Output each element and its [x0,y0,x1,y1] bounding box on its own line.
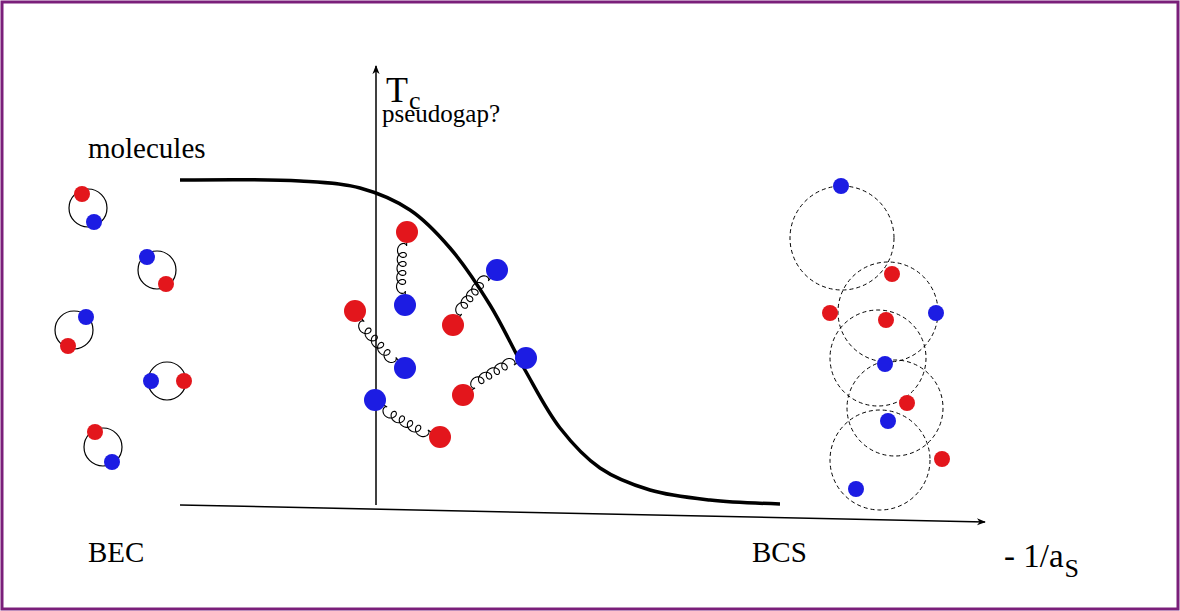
annotation: pseudogap? [382,101,500,126]
region-label: molecules [88,134,206,163]
spring-pair [452,347,537,406]
fermion-dot [884,266,900,282]
fermion-dot [176,373,192,389]
fermion-dot [139,249,155,265]
y-axis [375,66,377,505]
fermion-dot [104,454,120,470]
fermion-dot [934,451,950,467]
spring-pair [344,300,416,379]
fermion-dot [877,356,893,372]
molecule-pairs [55,186,192,470]
fermion-dot [394,294,416,316]
fermion-dot [429,426,451,448]
fermion-dot [344,300,366,322]
fermion-dot [158,276,174,292]
fermion-dot [878,312,894,328]
spring-pair [394,221,418,316]
fermion-dot [833,178,849,194]
fermion-dot [442,314,464,336]
cooper-pairs [790,178,950,510]
region-label: BEC [88,538,144,567]
molecule [138,249,176,292]
fermion-dot [87,424,103,440]
fermion-dot [86,214,102,230]
fermion-dot [60,338,76,354]
tc-curve-line [180,180,780,504]
fermion-dot [143,373,159,389]
fermion-dot [486,259,508,281]
spring-pair [442,259,508,336]
fermion-dot [848,481,864,497]
spring-coil [359,319,399,363]
fermion-dot [515,347,537,369]
tc-curve [180,180,780,504]
fermion-dot [452,384,474,406]
fermion-dot [928,305,944,321]
axis-subscript: S [1065,556,1079,582]
molecule [84,424,122,470]
cooper-pair-ring [830,410,930,510]
fermion-dot [880,413,896,429]
cooper-pair-ring [838,262,938,362]
cooper-pair-ring [830,310,926,406]
fermion-dot [822,305,838,321]
spring-coil [383,405,431,437]
region-label: BCS [752,538,807,567]
cooper-pair-ring [847,360,943,456]
fermion-dot [899,395,915,411]
molecule [69,186,107,230]
fermion-dot [396,221,418,243]
fermion-dot [364,389,386,411]
spring-coil [471,359,518,390]
fermion-dot [78,309,94,325]
cooper-pair-ring [790,186,894,290]
molecule [143,362,192,400]
fermion-dot [74,186,90,202]
spring-pair [364,389,451,448]
fermion-dot [394,357,416,379]
pair-springs [344,221,537,448]
spring-coil [397,242,407,295]
axis-label: - 1/a [1004,540,1064,573]
molecule [55,309,94,354]
spring-coil [456,276,491,317]
